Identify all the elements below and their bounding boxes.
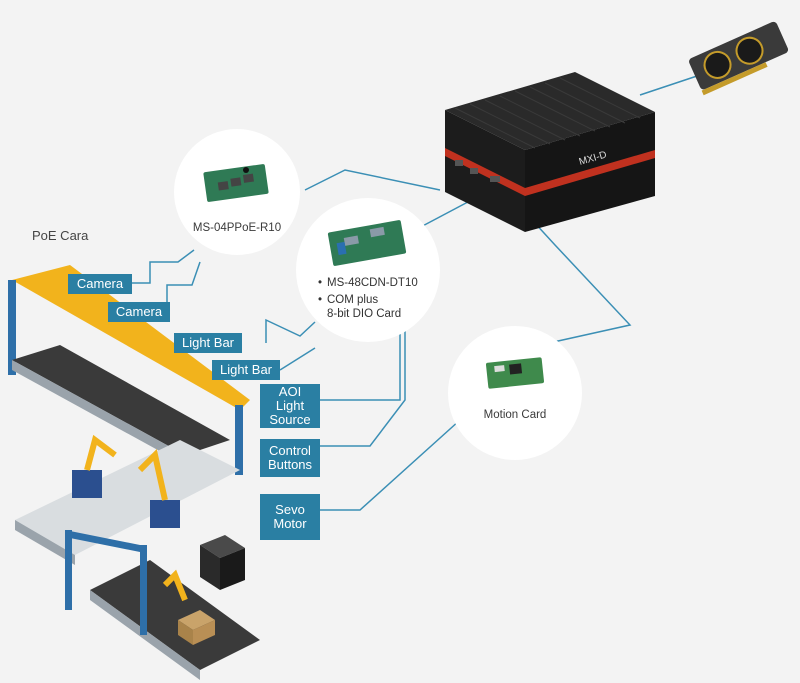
camera-tag-label: Camera (115, 304, 163, 319)
poe-card-label: MS-04PPoE-R10 (193, 222, 281, 234)
line-control-to-com (320, 330, 406, 447)
line-aoi-to-com (320, 330, 401, 401)
sevo-tag-label: Sevo Motor (273, 502, 307, 531)
control-tag-label: Control Buttons (267, 443, 313, 472)
light-bar-tag: Light Bar (174, 333, 242, 353)
camera-tag-label: Camera (76, 276, 124, 291)
com-card-item: MS-48CDN-DT10 (318, 276, 418, 290)
motion-card-label: Motion Card (484, 409, 547, 421)
light-bar-tag-label: Light Bar (181, 335, 235, 350)
industrial-computer: MXI-D (445, 72, 655, 232)
sevo-motor-tag: Sevo Motor (260, 494, 320, 540)
poe-cara-title: PoE Cara (32, 228, 89, 243)
line-lightbar2-to-com (279, 347, 316, 371)
camera-tag: Camera (68, 274, 132, 294)
line-camera2-to-poe (166, 261, 201, 312)
light-bar-tag-label: Light Bar (219, 362, 273, 377)
aoi-tag-label: AOI Light Source (269, 384, 311, 427)
motion-card-circle (448, 326, 582, 460)
com-card-items: MS-48CDN-DT10 COM plus 8-bit DIO Card (318, 276, 418, 321)
camera-tag: Camera (108, 302, 170, 322)
control-buttons-tag: Control Buttons (260, 439, 320, 477)
graphics-card (689, 21, 789, 96)
production-line (8, 265, 260, 680)
line-lightbar-to-com (265, 318, 316, 343)
poe-card-circle (174, 129, 300, 255)
line-sevo-to-motion (320, 419, 461, 511)
line-poe-to-computer (304, 169, 441, 191)
aoi-light-source-tag: AOI Light Source (260, 384, 320, 428)
line-computer-to-gpu (639, 74, 701, 96)
com-card-item: COM plus 8-bit DIO Card (318, 293, 418, 321)
line-camera-to-poe (127, 249, 195, 284)
light-bar-tag: Light Bar (212, 360, 280, 380)
